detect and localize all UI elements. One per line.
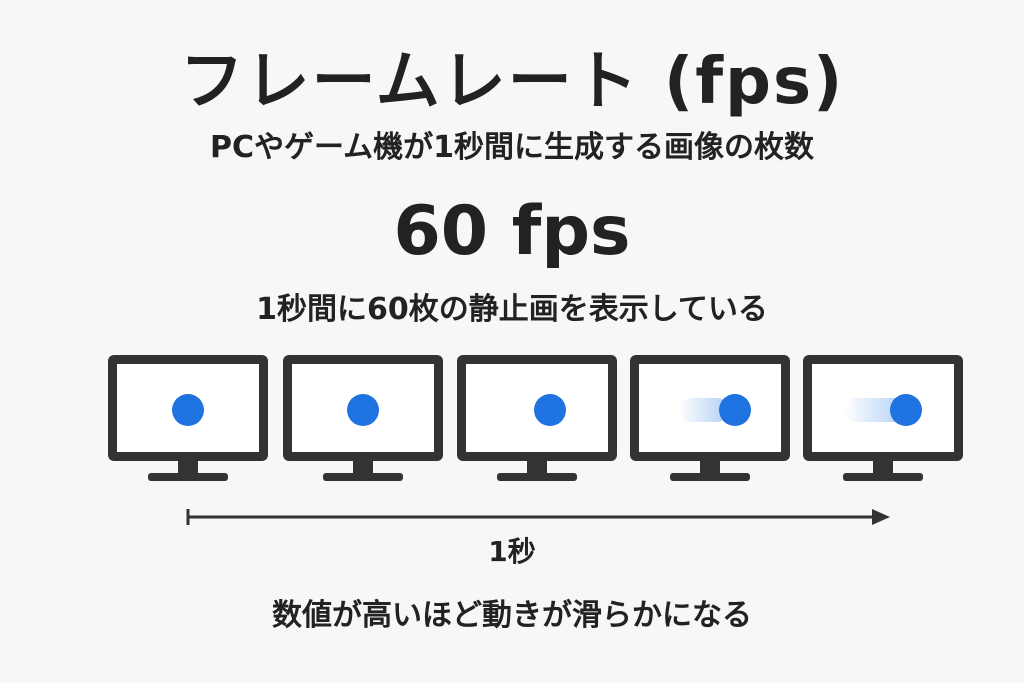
monitor-icon [803,350,963,485]
timeline-arrow [186,509,890,525]
monitor-icon [457,350,617,485]
monitor-row [0,350,1024,490]
ball-icon [172,394,204,426]
monitor-stand [873,461,893,475]
ball-icon [890,394,922,426]
monitor-screen [283,355,443,461]
fps-description: 1秒間に60枚の静止画を表示している [256,292,768,327]
screen-display [466,364,608,452]
page-title: フレームレート (fps) [179,45,845,119]
arrow-head-icon [872,509,890,525]
caption: 数値が高いほど動きが滑らかになる [272,598,752,633]
ball-icon [719,394,751,426]
fps-value: 60 fps [393,192,631,271]
monitor-base [843,473,923,481]
screen-display [117,364,259,452]
monitor-screen [457,355,617,461]
monitor-base [148,473,228,481]
monitor-icon [630,350,790,485]
monitor-screen [803,355,963,461]
screen-display [812,364,954,452]
subtitle: PCやゲーム機が1秒間に生成する画像の枚数 [210,130,814,165]
monitor-base [670,473,750,481]
monitor-icon [108,350,268,485]
monitor-stand [700,461,720,475]
ball-icon [534,394,566,426]
screen-display [639,364,781,452]
monitor-screen [108,355,268,461]
monitor-icon [283,350,443,485]
monitor-base [497,473,577,481]
monitor-stand [178,461,198,475]
monitor-stand [527,461,547,475]
screen-display [292,364,434,452]
monitor-screen [630,355,790,461]
monitor-stand [353,461,373,475]
timeline-label: 1秒 [488,535,536,568]
ball-icon [347,394,379,426]
monitor-base [323,473,403,481]
